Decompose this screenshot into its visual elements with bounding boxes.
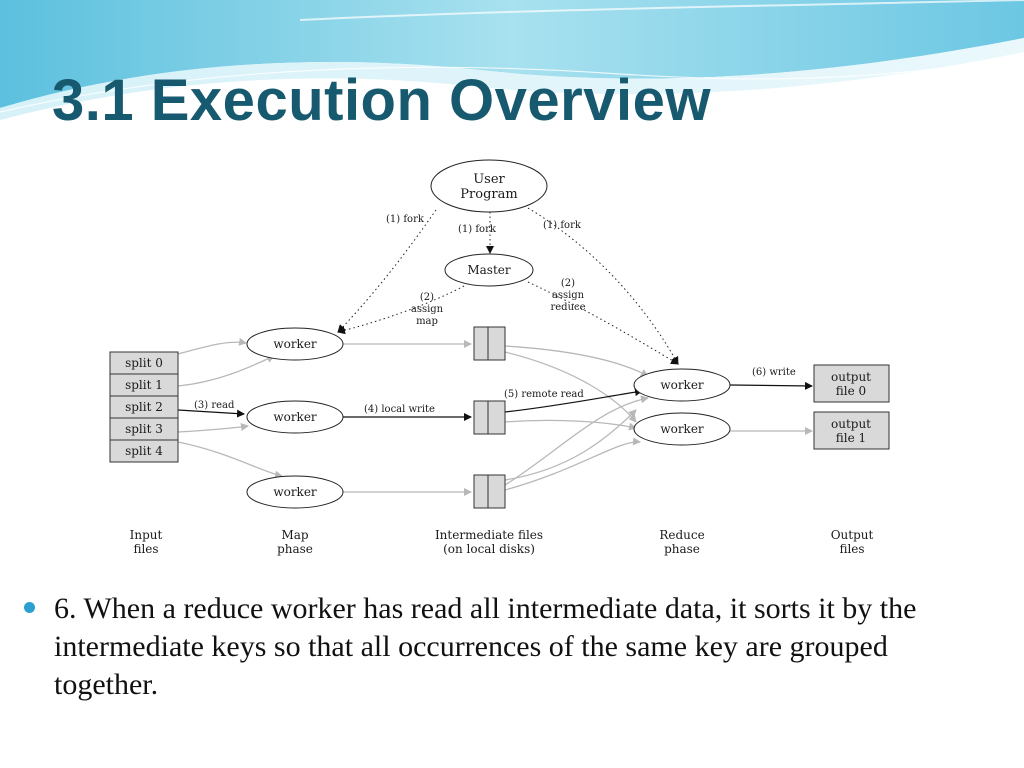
map-worker-2: worker <box>246 475 344 509</box>
control-edges <box>337 207 679 365</box>
phase-output-line1: Output <box>831 528 874 542</box>
assign-map-line3: map <box>416 316 438 327</box>
header-wave-decoration <box>0 0 1024 120</box>
intermediate-file-1 <box>473 400 506 435</box>
split-0: split 0 <box>125 356 163 370</box>
intermediate-file-2 <box>473 474 506 509</box>
phase-reduce-line2: phase <box>664 542 700 556</box>
edge-label-local-write: (4) local write <box>364 404 435 415</box>
map-worker-0: worker <box>246 327 344 361</box>
output-file-1-line2: file 1 <box>836 431 866 445</box>
phase-output-line2: files <box>839 542 864 556</box>
fork-label-left: (1) fork <box>386 214 425 225</box>
phase-map-line2: phase <box>277 542 313 556</box>
fork-label-center: (1) fork <box>458 224 497 235</box>
phase-reduce-line1: Reduce <box>659 528 704 542</box>
map-worker-1-label: worker <box>273 410 317 424</box>
reduce-worker-0: worker <box>633 368 731 402</box>
split-4: split 4 <box>125 444 163 458</box>
output-file-0-line1: output <box>831 370 871 384</box>
reduce-worker-0-label: worker <box>660 378 704 392</box>
edge-label-remote-read: (5) remote read <box>504 389 584 400</box>
map-worker-2-label: worker <box>273 485 317 499</box>
diagram-panel <box>38 140 976 586</box>
user-program-label-line2: Program <box>460 187 517 202</box>
assign-reduce-line3: reduce <box>550 302 585 313</box>
reduce-worker-1: worker <box>633 412 731 446</box>
assign-map-line1: (2) <box>420 292 434 303</box>
fork-label-right: (1) fork <box>543 220 582 231</box>
map-worker-1: worker <box>246 400 344 434</box>
bullet-dot-icon <box>24 602 35 613</box>
assign-reduce-line2: assign <box>552 290 585 301</box>
assign-map-line2: assign <box>411 304 444 315</box>
phase-map-line1: Map <box>281 528 308 542</box>
master-label: Master <box>467 263 511 277</box>
slide-title: 3.1 Execution Overview <box>52 68 711 133</box>
edge-label-read: (3) read <box>194 400 235 411</box>
assign-map-label: (2) assign map <box>411 292 444 327</box>
split-3: split 3 <box>125 422 163 436</box>
output-file-1: output file 1 <box>813 411 890 450</box>
edge-label-write: (6) write <box>752 367 796 378</box>
output-file-0: output file 0 <box>813 364 890 403</box>
input-splits: split 0 split 1 split 2 split 3 split 4 <box>109 351 179 463</box>
reduce-worker-1-label: worker <box>660 422 704 436</box>
split-2: split 2 <box>125 400 163 414</box>
output-file-0-line2: file 0 <box>836 384 866 398</box>
phase-input-line2: files <box>133 542 158 556</box>
phase-intermediate-line2: (on local disks) <box>443 542 535 556</box>
mapreduce-execution-diagram: User Program Master (1) fork (1) fork (1… <box>109 159 890 556</box>
assign-reduce-line1: (2) <box>561 278 575 289</box>
user-program-label-line1: User <box>473 172 505 187</box>
bullet-text: 6. When a reduce worker has read all int… <box>54 592 917 701</box>
data-flow-edges <box>177 337 813 496</box>
split-1: split 1 <box>125 378 163 392</box>
assign-reduce-label: (2) assign reduce <box>550 278 585 313</box>
master-node: Master <box>444 253 534 287</box>
phase-input-line1: Input <box>130 528 163 542</box>
map-worker-0-label: worker <box>273 337 317 351</box>
user-program-node: User Program <box>430 159 548 213</box>
highlighted-edges <box>177 381 813 421</box>
phase-labels: Input files Map phase Intermediate files… <box>130 528 874 556</box>
intermediate-file-0 <box>473 326 506 361</box>
phase-intermediate-line1: Intermediate files <box>435 528 543 542</box>
output-file-1-line1: output <box>831 417 871 431</box>
